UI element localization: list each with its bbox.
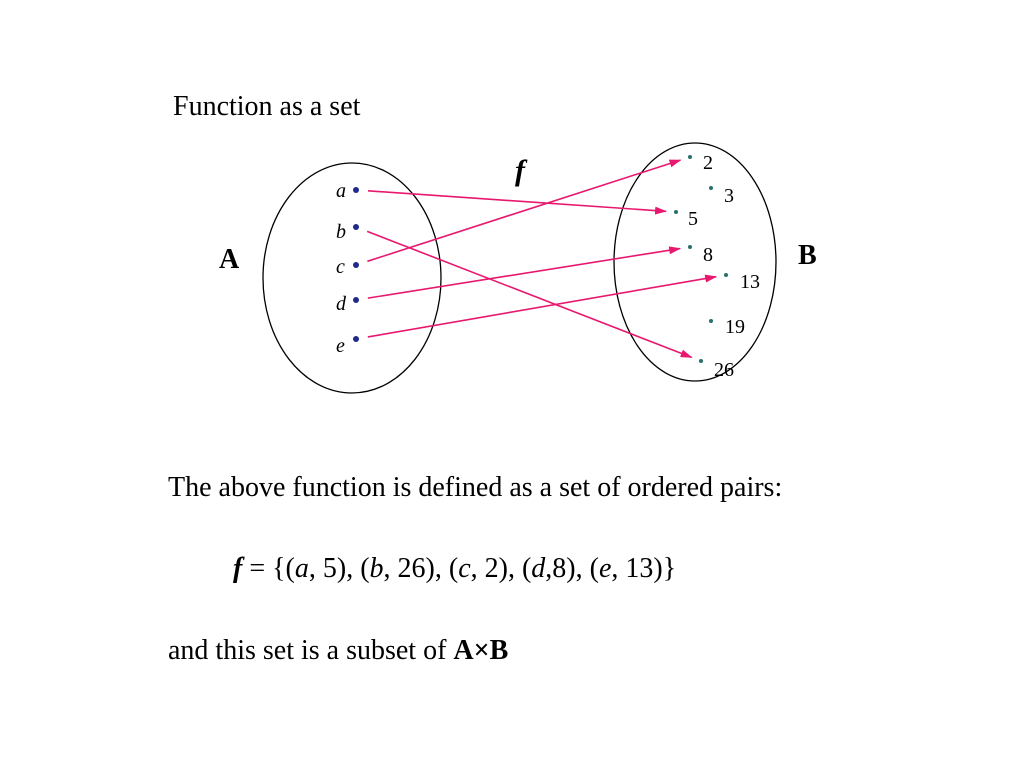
cartesian-product: A×B (453, 635, 509, 666)
codomain-set-label: B (798, 240, 817, 271)
formula-equals: = {( (242, 553, 295, 584)
formula-function-name: f (233, 553, 243, 584)
codomain-element-dot (688, 245, 692, 249)
pair-codomain-element: 26 (397, 553, 426, 584)
codomain-elements: 2 3 5 8 13 19 26 (674, 152, 760, 381)
codomain-element-dot (674, 210, 678, 214)
domain-set-label: A (219, 244, 240, 275)
codomain-element-dot (709, 186, 713, 190)
subset-statement-text: and this set is a subset of (168, 635, 454, 666)
pair-domain-element: c (458, 553, 471, 584)
codomain-element-label: 2 (703, 152, 713, 174)
codomain-element-dot (699, 359, 703, 363)
codomain-element-label: 26 (714, 359, 734, 381)
mapping-arrow-b-to-26 (366, 230, 693, 359)
codomain-element-label: 19 (725, 316, 745, 338)
codomain-element-label: 13 (740, 271, 760, 293)
domain-element-dot (353, 262, 359, 268)
function-label: f (515, 154, 528, 187)
domain-element-dot (353, 224, 359, 230)
domain-element-label: d (336, 293, 347, 315)
domain-elements: a b c d e (336, 180, 359, 357)
pair-codomain-element: 2 (484, 553, 499, 584)
mapping-arrow-e-to-13 (367, 274, 718, 338)
domain-element-dot (353, 336, 359, 342)
domain-element-label: b (336, 221, 346, 243)
pair-codomain-element: 8 (552, 553, 567, 584)
codomain-element-label: 3 (724, 185, 734, 207)
domain-set-ellipse (262, 162, 442, 394)
ordered-pairs-formula: f = {(a, 5), (b, 26), (c, 2), (d,8), (e,… (233, 553, 677, 584)
pair-domain-element: d (531, 553, 546, 584)
codomain-set-ellipse (613, 142, 777, 382)
pair-codomain-element: 13 (625, 553, 654, 584)
codomain-element-dot (688, 155, 692, 159)
mapping-arrow-a-to-5 (367, 190, 668, 215)
mapping-arrow-c-to-2 (367, 159, 682, 263)
mapping-arrows (366, 159, 718, 359)
codomain-element-label: 5 (688, 208, 698, 230)
codomain-element-dot (724, 273, 728, 277)
domain-element-dot (353, 187, 359, 193)
page-title: Function as a set (173, 91, 361, 122)
pair-domain-element: b (369, 553, 384, 584)
domain-element-label: c (336, 256, 345, 278)
subset-statement: and this set is a subset of A×B (168, 635, 508, 667)
codomain-element-label: 8 (703, 244, 713, 266)
domain-element-label: e (336, 335, 345, 357)
codomain-element-dot (709, 319, 713, 323)
formula-close: )} (653, 553, 677, 584)
mapping-arrow-d-to-8 (367, 246, 682, 299)
domain-element-dot (353, 297, 359, 303)
domain-element-label: a (336, 180, 346, 202)
pair-domain-element: e (598, 553, 612, 584)
description-intro: The above function is defined as a set o… (168, 472, 783, 503)
pair-codomain-element: 5 (322, 553, 337, 584)
pair-domain-element: a (294, 553, 309, 584)
